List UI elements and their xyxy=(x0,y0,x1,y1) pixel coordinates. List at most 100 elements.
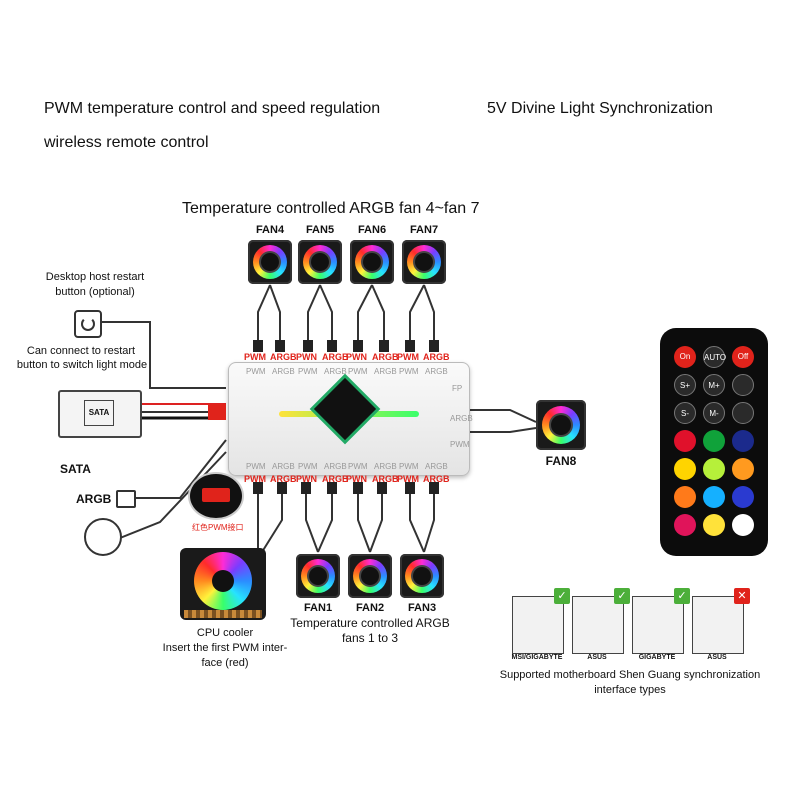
hub-silk-top-3: PWM xyxy=(298,367,318,376)
cpu-cooler-icon xyxy=(180,548,266,620)
remote-color-button-10[interactable] xyxy=(674,514,696,536)
port-top-6: ARGB xyxy=(372,352,399,362)
port-top-8: ARGB xyxy=(423,352,450,362)
remote-mode-next-button[interactable]: M+ xyxy=(703,374,725,396)
fan4-label: FAN4 xyxy=(255,224,285,236)
remote-speed-up-label: S+ xyxy=(679,381,690,390)
mb-type-1-label: MSI/GIGABYTE xyxy=(511,654,563,661)
controller-hub xyxy=(228,362,470,476)
motherboard-sync-plug-icon xyxy=(84,518,122,556)
header-line-1: PWM temperature control and speed regula… xyxy=(44,100,381,117)
remote-auto-label: AUTO xyxy=(704,353,727,362)
remote-color-button-6[interactable] xyxy=(732,458,754,480)
bottom-caption-1: Temperature controlled ARGB xyxy=(290,616,450,630)
remote-color-button-3[interactable] xyxy=(732,430,754,452)
sata-plug-text: SATA xyxy=(84,400,114,426)
fan7-icon xyxy=(402,240,446,284)
restart-button-icon xyxy=(74,310,102,338)
hub-silk-pwm: PWM xyxy=(450,440,470,449)
cpu-label-2: Insert the first PWM inter- xyxy=(162,642,288,654)
fan2-icon xyxy=(348,554,392,598)
red-pwm-connector-icon xyxy=(190,474,242,518)
fan1-label: FAN1 xyxy=(303,602,333,614)
remote-speed-up-button[interactable]: S+ xyxy=(674,374,696,396)
cpu-label-1: CPU cooler xyxy=(196,627,254,639)
fan7-label: FAN7 xyxy=(409,224,439,236)
remote-on-button[interactable]: On xyxy=(674,346,696,368)
mb-type-4-cross-icon: ✕ xyxy=(734,588,750,604)
port-bottom-3: PWN xyxy=(296,474,317,484)
remote-color-button-8[interactable] xyxy=(703,486,725,508)
hub-silk-top-5: PWM xyxy=(348,367,368,376)
mb-type-3-label: GIGABYTE xyxy=(638,654,676,661)
cpu-label-3: face (red) xyxy=(201,657,249,669)
mb-type-3-check-icon: ✓ xyxy=(674,588,690,604)
remote-color-button-12[interactable] xyxy=(732,514,754,536)
hub-silk-bottom-1: PWM xyxy=(246,462,266,471)
port-bottom-8: ARGB xyxy=(423,474,450,484)
fan6-label: FAN6 xyxy=(357,224,387,236)
mb-type-4-icon xyxy=(692,596,744,654)
remote-color-button-4[interactable] xyxy=(674,458,696,480)
fan2-label: FAN2 xyxy=(355,602,385,614)
remote-color-button-11[interactable] xyxy=(703,514,725,536)
mb-type-4-label: ASUS xyxy=(707,654,727,661)
mb-type-2-icon xyxy=(572,596,624,654)
fan5-label: FAN5 xyxy=(305,224,335,236)
remote-brightness-down-button[interactable] xyxy=(732,402,754,424)
remote-color-button-5[interactable] xyxy=(703,458,725,480)
remote-brightness-up-button[interactable] xyxy=(732,374,754,396)
mb-type-1-icon xyxy=(512,596,564,654)
remote-mode-next-label: M+ xyxy=(708,381,720,390)
hub-silk-bottom-7: PWM xyxy=(399,462,419,471)
port-bottom-4: ARGB xyxy=(322,474,349,484)
remote-off-button[interactable]: Off xyxy=(732,346,754,368)
hub-silk-bottom-4: ARGB xyxy=(324,462,347,471)
hub-silk-bottom-3: PWM xyxy=(298,462,318,471)
remote-auto-button[interactable]: AUTO xyxy=(703,346,727,368)
remote-color-button-1[interactable] xyxy=(674,430,696,452)
hub-silk-bottom-8: ARGB xyxy=(425,462,448,471)
remote-speed-down-button[interactable]: S- xyxy=(674,402,696,424)
mb-type-2-label: ASUS xyxy=(587,654,607,661)
remote-color-button-7[interactable] xyxy=(674,486,696,508)
hub-silk-top-4: ARGB xyxy=(324,367,347,376)
header-line-2: wireless remote control xyxy=(44,134,209,151)
fan1-icon xyxy=(296,554,340,598)
fan8-label: FAN8 xyxy=(545,454,577,468)
hub-silk-top-7: PWM xyxy=(399,367,419,376)
remote-speed-down-label: S- xyxy=(681,409,689,418)
mb-type-2-check-icon: ✓ xyxy=(614,588,630,604)
port-bottom-2: ARGB xyxy=(270,474,297,484)
hub-silk-top-8: ARGB xyxy=(425,367,448,376)
red-pwm-note: 红色PWM接口 xyxy=(192,523,244,532)
remote-off-label: Off xyxy=(737,352,749,361)
remote-control: On AUTO Off S+ M+ S- M- xyxy=(660,328,768,556)
top-title: Temperature controlled ARGB fan 4~fan 7 xyxy=(182,200,480,217)
port-bottom-6: ARGB xyxy=(372,474,399,484)
hub-silk-top-6: ARGB xyxy=(374,367,397,376)
port-bottom-1: PWM xyxy=(244,474,266,484)
hub-silk-bottom-2: ARGB xyxy=(272,462,295,471)
fan6-icon xyxy=(350,240,394,284)
sata-label: SATA xyxy=(60,462,91,476)
mb-caption-1: Supported motherboard Shen Guang synchro… xyxy=(499,669,761,681)
fan3-label: FAN3 xyxy=(407,602,437,614)
port-top-4: ARGB xyxy=(322,352,349,362)
port-bottom-7: PWM xyxy=(397,474,419,484)
sata-connector-icon: SATA xyxy=(58,390,142,438)
restart-label-1: Desktop host restart xyxy=(45,271,145,283)
remote-color-button-9[interactable] xyxy=(732,486,754,508)
port-bottom-5: PWN xyxy=(346,474,367,484)
port-top-1: PWM xyxy=(244,352,266,362)
remote-mode-prev-label: M- xyxy=(709,409,719,418)
port-top-2: ARGB xyxy=(270,352,297,362)
port-top-5: PWN xyxy=(346,352,367,362)
port-top-7: PWM xyxy=(397,352,419,362)
argb-plug-icon xyxy=(116,490,136,508)
hub-silk-fp: FP xyxy=(452,384,463,393)
sata-red-plug xyxy=(208,404,226,420)
remote-on-label: On xyxy=(679,352,691,361)
remote-mode-prev-button[interactable]: M- xyxy=(703,402,725,424)
remote-color-button-2[interactable] xyxy=(703,430,725,452)
